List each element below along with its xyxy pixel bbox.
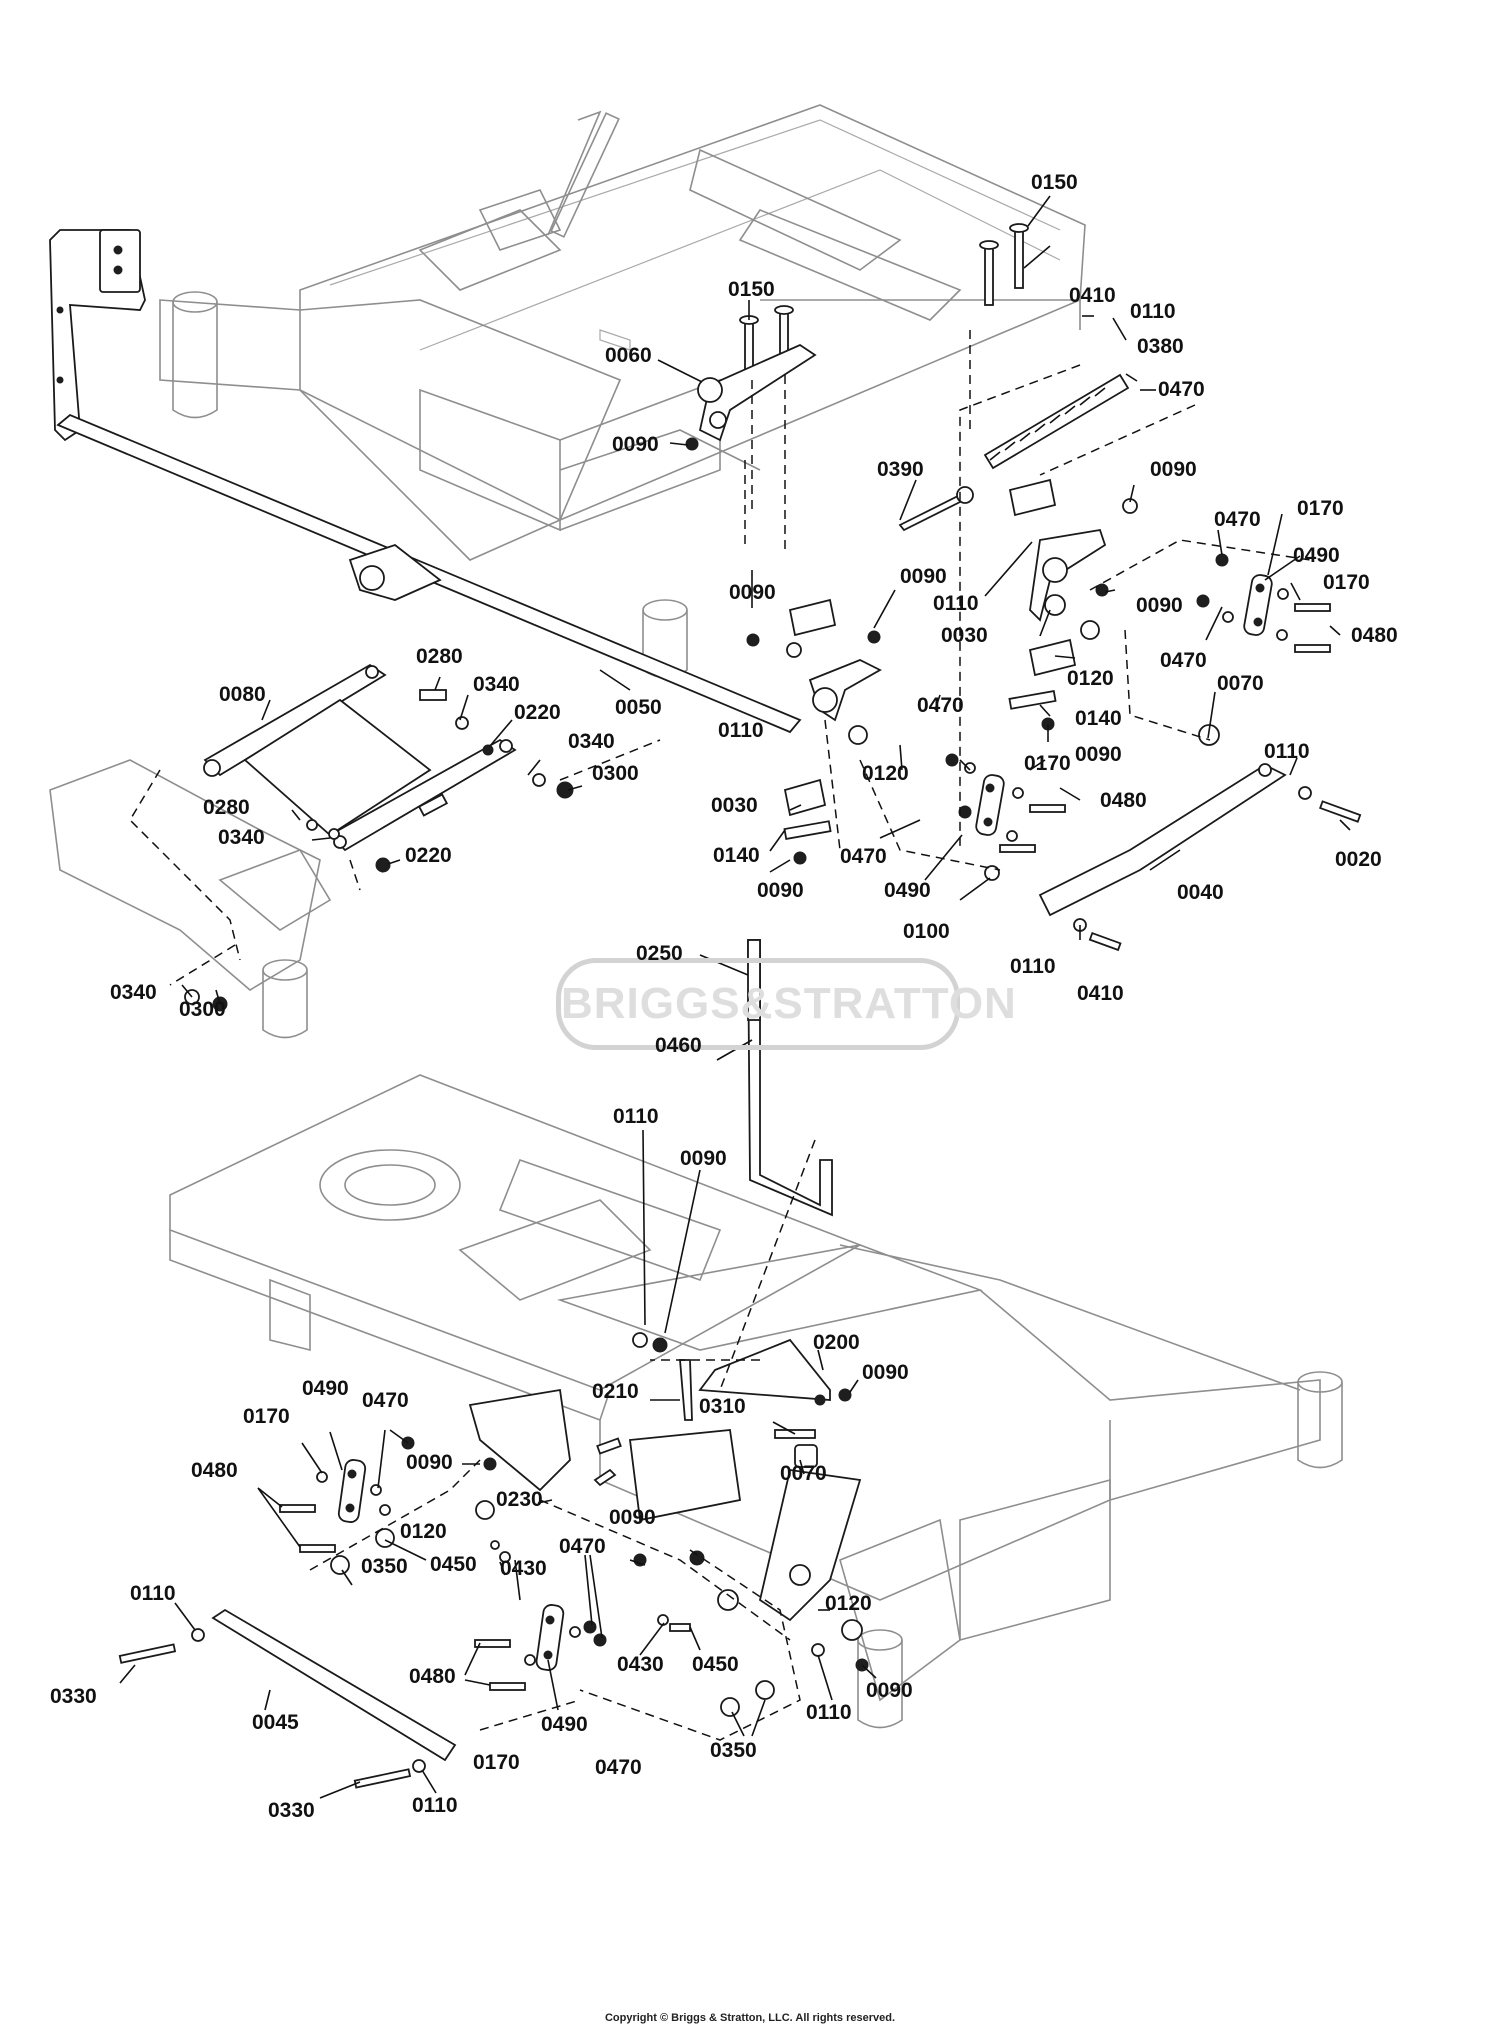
callout-0110[interactable]: 0110 (806, 1701, 852, 1724)
callout-0110[interactable]: 0110 (1130, 300, 1176, 323)
callout-0300[interactable]: 0300 (592, 762, 639, 785)
callout-0090[interactable]: 0090 (609, 1506, 656, 1529)
callout-0380[interactable]: 0380 (1137, 335, 1184, 358)
callout-0045[interactable]: 0045 (252, 1711, 299, 1734)
callout-0100[interactable]: 0100 (903, 920, 950, 943)
callout-0480[interactable]: 0480 (191, 1459, 238, 1482)
callout-0310[interactable]: 0310 (699, 1395, 746, 1418)
callout-0220[interactable]: 0220 (405, 844, 452, 867)
callout-0390[interactable]: 0390 (877, 458, 924, 481)
callout-0070[interactable]: 0070 (780, 1462, 827, 1485)
callout-0340[interactable]: 0340 (473, 673, 520, 696)
callout-0110[interactable]: 0110 (130, 1582, 176, 1605)
copyright-notice: Copyright © Briggs & Stratton, LLC. All … (604, 2012, 896, 2024)
callout-0330[interactable]: 0330 (50, 1685, 97, 1708)
callout-0120[interactable]: 0120 (400, 1520, 447, 1543)
callout-0480[interactable]: 0480 (409, 1665, 456, 1688)
callout-0460[interactable]: 0460 (655, 1034, 702, 1057)
callout-0350[interactable]: 0350 (361, 1555, 408, 1578)
callout-0490[interactable]: 0490 (302, 1377, 349, 1400)
callout-0070[interactable]: 0070 (1217, 672, 1264, 695)
callout-0090[interactable]: 0090 (1075, 743, 1122, 766)
callout-0470[interactable]: 0470 (1158, 378, 1205, 401)
callout-0490[interactable]: 0490 (884, 879, 931, 902)
callout-0220[interactable]: 0220 (514, 701, 561, 724)
callout-0330[interactable]: 0330 (268, 1799, 315, 1822)
callout-0490[interactable]: 0490 (1293, 544, 1340, 567)
callout-0110[interactable]: 0110 (1010, 955, 1056, 978)
callout-0090[interactable]: 0090 (866, 1679, 913, 1702)
callout-0040[interactable]: 0040 (1177, 881, 1224, 904)
callout-0110[interactable]: 0110 (718, 719, 764, 742)
callout-0470[interactable]: 0470 (840, 845, 887, 868)
callout-0250[interactable]: 0250 (636, 942, 683, 965)
callout-0480[interactable]: 0480 (1351, 624, 1398, 647)
callout-0470[interactable]: 0470 (595, 1756, 642, 1779)
callout-0340[interactable]: 0340 (568, 730, 615, 753)
callout-0090[interactable]: 0090 (1150, 458, 1197, 481)
callout-0080[interactable]: 0080 (219, 683, 266, 706)
callout-0470[interactable]: 0470 (362, 1389, 409, 1412)
callout-0430[interactable]: 0430 (617, 1653, 664, 1676)
callout-0020[interactable]: 0020 (1335, 848, 1382, 871)
callout-0030[interactable]: 0030 (711, 794, 758, 817)
callout-0090[interactable]: 0090 (757, 879, 804, 902)
callout-0430[interactable]: 0430 (500, 1557, 547, 1580)
callout-0170[interactable]: 0170 (1024, 752, 1071, 775)
callout-0150[interactable]: 0150 (1031, 171, 1078, 194)
callout-0110[interactable]: 0110 (613, 1105, 659, 1128)
callout-0480[interactable]: 0480 (1100, 789, 1147, 812)
callout-0090[interactable]: 0090 (1136, 594, 1183, 617)
callout-0470[interactable]: 0470 (917, 694, 964, 717)
callout-0450[interactable]: 0450 (430, 1553, 477, 1576)
callout-0110[interactable]: 0110 (1264, 740, 1310, 763)
callout-0060[interactable]: 0060 (605, 344, 652, 367)
callout-0090[interactable]: 0090 (900, 565, 947, 588)
callout-0280[interactable]: 0280 (416, 645, 463, 668)
lower-frame-assembly (118, 939, 1343, 1789)
callout-0470[interactable]: 0470 (1214, 508, 1261, 531)
callout-0110[interactable]: 0110 (412, 1794, 458, 1817)
callout-0090[interactable]: 0090 (680, 1147, 727, 1170)
callout-0050[interactable]: 0050 (615, 696, 662, 719)
callout-0170[interactable]: 0170 (243, 1405, 290, 1428)
leader-lines (119, 195, 1351, 1799)
upper-frame-assembly (49, 104, 1086, 734)
callout-0170[interactable]: 0170 (1297, 497, 1344, 520)
callout-0090[interactable]: 0090 (406, 1451, 453, 1474)
callout-0120[interactable]: 0120 (825, 1592, 872, 1615)
callout-0170[interactable]: 0170 (473, 1751, 520, 1774)
callout-0090[interactable]: 0090 (729, 581, 776, 604)
callout-0150[interactable]: 0150 (728, 278, 775, 301)
callout-0350[interactable]: 0350 (710, 1739, 757, 1762)
callout-0120[interactable]: 0120 (862, 762, 909, 785)
callout-0170[interactable]: 0170 (1323, 571, 1370, 594)
briggs-stratton-watermark: BRIGGS&STRATTON (556, 958, 1016, 1050)
callout-0280[interactable]: 0280 (203, 796, 250, 819)
callout-0140[interactable]: 0140 (713, 844, 760, 867)
callout-0030[interactable]: 0030 (941, 624, 988, 647)
callout-0090[interactable]: 0090 (612, 433, 659, 456)
callout-0470[interactable]: 0470 (559, 1535, 606, 1558)
callout-0210[interactable]: 0210 (592, 1380, 639, 1403)
callout-0340[interactable]: 0340 (110, 981, 157, 1004)
callout-0410[interactable]: 0410 (1069, 284, 1116, 307)
callout-0410[interactable]: 0410 (1077, 982, 1124, 1005)
callout-0090[interactable]: 0090 (862, 1361, 909, 1384)
callout-0470[interactable]: 0470 (1160, 649, 1207, 672)
callout-0340[interactable]: 0340 (218, 826, 265, 849)
dashed-guides (129, 330, 1311, 1741)
callout-0230[interactable]: 0230 (496, 1488, 543, 1511)
upper-hardware (49, 223, 1362, 1039)
callout-0120[interactable]: 0120 (1067, 667, 1114, 690)
callout-0200[interactable]: 0200 (813, 1331, 860, 1354)
callout-0300[interactable]: 0300 (179, 998, 226, 1021)
callout-0110[interactable]: 0110 (933, 592, 979, 615)
callout-0140[interactable]: 0140 (1075, 707, 1122, 730)
callout-0450[interactable]: 0450 (692, 1653, 739, 1676)
callout-0490[interactable]: 0490 (541, 1713, 588, 1736)
